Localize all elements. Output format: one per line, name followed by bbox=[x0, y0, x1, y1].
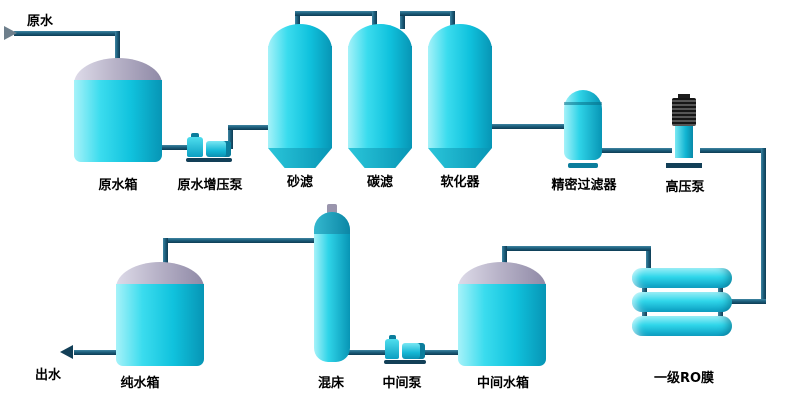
pipe-midtank-to-midpump bbox=[420, 350, 462, 355]
pump-motor bbox=[205, 141, 231, 157]
intermediate-water-tank bbox=[458, 262, 546, 366]
outlet-arrow-icon bbox=[60, 345, 73, 359]
pipe-bridge2-down bbox=[450, 11, 455, 29]
label-mid-tank: 中间水箱 bbox=[476, 376, 530, 391]
mixed-bed-valve bbox=[327, 204, 337, 214]
tank-body bbox=[458, 284, 546, 366]
pipe-bridge2-up bbox=[400, 11, 405, 29]
pipe-ro-to-midtank bbox=[502, 246, 651, 251]
pipe-ro-feed bbox=[722, 299, 766, 304]
column-cap bbox=[314, 212, 350, 234]
raw-water-tank bbox=[74, 58, 162, 162]
pump-head bbox=[385, 335, 400, 359]
pipe-rawtank-to-pump bbox=[158, 145, 194, 150]
pipe-puretank-drop bbox=[163, 238, 168, 268]
label-ro-membrane: 一级RO膜 bbox=[653, 371, 715, 386]
pump-motor bbox=[401, 343, 425, 359]
ro-membrane-tube bbox=[632, 292, 732, 312]
vessel-base bbox=[348, 148, 412, 168]
pure-water-tank bbox=[116, 262, 204, 366]
pipe-outlet bbox=[74, 350, 118, 355]
label-inlet: 原水 bbox=[26, 14, 54, 29]
pipe-inlet bbox=[14, 31, 120, 36]
label-mixed-bed: 混床 bbox=[317, 376, 345, 391]
pipe-midpump-to-mixedbed bbox=[346, 350, 388, 355]
carbon-filter-vessel bbox=[348, 24, 412, 168]
pipe-bridge1-up bbox=[295, 11, 300, 29]
vessel-body bbox=[348, 46, 412, 148]
pump-body bbox=[675, 126, 693, 158]
label-pure-tank: 纯水箱 bbox=[120, 376, 160, 391]
pipe-pump-riser bbox=[228, 125, 233, 149]
filter-cartridge-body bbox=[564, 90, 602, 160]
label-mid-pump: 中间泵 bbox=[382, 376, 422, 391]
precision-filter bbox=[564, 90, 602, 168]
ro-membrane-tube bbox=[632, 268, 732, 288]
vessel-base bbox=[428, 148, 492, 168]
pipe-midtank-drop bbox=[502, 246, 507, 268]
pump-base bbox=[186, 158, 232, 162]
pump-base bbox=[666, 163, 702, 168]
vessel-base bbox=[268, 148, 332, 168]
label-precision-filter: 精密过滤器 bbox=[551, 178, 617, 193]
sand-filter-vessel bbox=[268, 24, 332, 168]
vessel-body bbox=[428, 46, 492, 148]
pipe-ro-permeate-up bbox=[646, 246, 651, 272]
pipe-hppump-out bbox=[700, 148, 766, 153]
label-carbon-filter: 碳滤 bbox=[366, 175, 394, 190]
pump-base bbox=[384, 360, 426, 364]
pipe-bridge1 bbox=[295, 11, 377, 16]
pump-cap bbox=[678, 94, 690, 98]
tank-body bbox=[116, 284, 204, 366]
pipe-precision-to-hppump bbox=[600, 148, 672, 153]
inlet-arrow-icon bbox=[4, 26, 17, 40]
intermediate-pump bbox=[384, 334, 426, 364]
tank-body bbox=[74, 80, 162, 162]
label-booster-pump: 原水增压泵 bbox=[177, 178, 243, 193]
label-sand-filter: 砂滤 bbox=[286, 175, 314, 190]
vessel-body bbox=[268, 46, 332, 148]
ro-membrane-bank bbox=[632, 268, 732, 338]
label-outlet: 出水 bbox=[34, 368, 62, 383]
ro-membrane-tube bbox=[632, 316, 732, 336]
filter-base bbox=[568, 163, 598, 168]
pump-motor bbox=[672, 98, 696, 126]
pipe-bridge1-down bbox=[372, 11, 377, 29]
pipe-bridge2 bbox=[400, 11, 455, 16]
pipe-softener-to-precision bbox=[490, 124, 568, 129]
label-raw-tank: 原水箱 bbox=[98, 178, 138, 193]
high-pressure-pump bbox=[664, 94, 704, 168]
pipe-inlet-drop bbox=[115, 31, 120, 63]
pipe-to-sandfilter bbox=[228, 125, 274, 130]
label-hp-pump: 高压泵 bbox=[665, 180, 705, 195]
pipe-mixedbed-to-puretank bbox=[163, 238, 316, 243]
pipe-right-drop bbox=[761, 148, 766, 304]
label-softener: 软化器 bbox=[440, 175, 480, 190]
pump-head bbox=[187, 133, 203, 157]
raw-water-booster-pump bbox=[186, 128, 232, 162]
mixed-bed-column bbox=[314, 204, 350, 364]
softener-vessel bbox=[428, 24, 492, 168]
column-body bbox=[314, 212, 350, 362]
